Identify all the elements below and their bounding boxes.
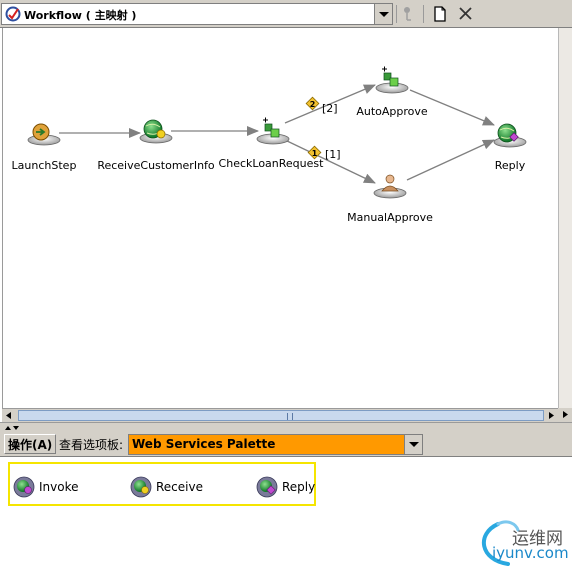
workflow-canvas[interactable]: 2 [2] 1 [1] LaunchStep ReceiveCust [2, 28, 558, 408]
horizontal-scroll-thumb[interactable] [18, 410, 544, 421]
edge-auto-reply [409, 89, 495, 126]
toolbar-separator [423, 5, 424, 23]
receive-icon [130, 476, 152, 498]
manual-approve-icon [373, 174, 407, 199]
palette-toolbar: 操作(A) 查看选项板: Web Services Palette [0, 431, 572, 457]
canvas-vertical-scrollbar[interactable] [558, 28, 572, 408]
reply-icon [493, 123, 527, 148]
palette-item-label: Reply [282, 480, 316, 494]
palette-select-dropdown[interactable] [404, 435, 422, 454]
node-receive-customer-info[interactable]: ReceiveCustomerInfo [97, 119, 215, 172]
condition-icon: 2 [305, 96, 320, 111]
launch-step-icon [27, 123, 61, 146]
palette-item-label: Invoke [39, 480, 79, 494]
edge-check-manual [284, 139, 376, 184]
edge-check-auto [284, 84, 376, 124]
edge-manual-reply [406, 139, 495, 181]
condition-label-manual: [1] [325, 148, 341, 161]
node-label: ManualApprove [347, 211, 433, 224]
scroll-left-arrow-icon[interactable] [2, 409, 16, 422]
reply-icon [256, 476, 278, 498]
new-document-icon [434, 6, 446, 22]
scroll-right-arrow-icon[interactable] [558, 408, 572, 421]
new-document-button[interactable] [430, 4, 450, 24]
workflow-title: Workflow ( 主映射 ) [24, 9, 137, 22]
workflow-selector[interactable]: Workflow ( 主映射 ) [1, 3, 393, 25]
scrollbar-corner [558, 408, 572, 422]
node-label: CheckLoanRequest [219, 157, 325, 170]
pin-icon [404, 7, 411, 21]
canvas-horizontal-scrollbar[interactable] [2, 408, 558, 422]
chevron-down-icon [379, 12, 389, 17]
node-manual-approve[interactable]: ManualApprove [347, 174, 433, 224]
node-check-loan-request[interactable]: CheckLoanRequest [219, 117, 325, 171]
close-button[interactable] [456, 4, 476, 24]
watermark-url: iyunv.com [492, 544, 569, 562]
node-label: ReceiveCustomerInfo [97, 159, 215, 172]
palette-area: Invoke Receive Reply [0, 458, 572, 568]
palette-items: Invoke Receive Reply [8, 462, 316, 506]
auto-approve-icon [375, 66, 409, 94]
collapse-arrows-icon[interactable] [4, 424, 20, 431]
palette-select-value: Web Services Palette [129, 435, 406, 454]
node-launch-step[interactable]: LaunchStep [12, 123, 77, 172]
node-label: AutoApprove [356, 105, 428, 118]
toolbar-separator [396, 5, 397, 23]
workflow-diagram: 2 [2] 1 [1] LaunchStep ReceiveCust [12, 66, 527, 224]
scroll-right-arrow-icon[interactable] [544, 409, 558, 422]
workflow-icon [5, 6, 21, 22]
svg-text:2: 2 [310, 100, 316, 109]
actions-menu-button[interactable]: 操作(A) [4, 434, 57, 454]
pin-button[interactable] [398, 4, 418, 24]
invoke-icon [13, 476, 35, 498]
watermark-text: 运维网 [512, 529, 563, 549]
condition-label-auto: [2] [322, 102, 338, 115]
close-icon [459, 7, 472, 20]
node-label: LaunchStep [12, 159, 77, 172]
workflow-toolbar: Workflow ( 主映射 ) [0, 0, 572, 28]
palette-label: 查看选项板: [59, 438, 124, 452]
split-pane-divider[interactable] [0, 422, 572, 431]
receive-icon [139, 119, 173, 144]
watermark-logo-icon [481, 520, 520, 566]
workflow-selector-dropdown[interactable] [374, 4, 392, 24]
condition-icon: 1 [307, 145, 322, 160]
node-label: Reply [495, 159, 526, 172]
node-auto-approve[interactable]: AutoApprove [356, 66, 428, 119]
palette-item-label: Receive [156, 480, 203, 494]
check-loan-request-icon [256, 117, 290, 145]
scroll-grip [287, 413, 293, 420]
chevron-down-icon [409, 442, 419, 447]
svg-text:1: 1 [312, 149, 318, 158]
node-reply[interactable]: Reply [493, 123, 527, 172]
palette-select[interactable]: Web Services Palette [128, 434, 423, 455]
